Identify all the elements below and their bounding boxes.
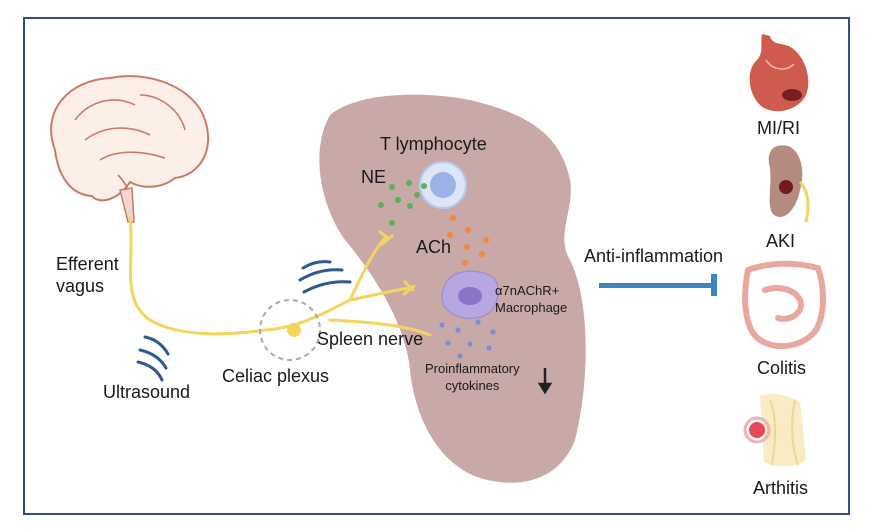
organ-label-colitis: Colitis — [757, 358, 807, 378]
ultrasound-waves-upper — [298, 260, 352, 294]
efferent-label-line1: Efferent — [56, 254, 119, 274]
receptor-label-line1: α7nAChR+ — [495, 283, 560, 298]
receptor-macrophage-label: α7nAChR+ Macrophage — [495, 282, 567, 316]
ultrasound-label: Ultrasound — [103, 382, 191, 402]
organ-label-arthitis: Arthitis — [753, 478, 809, 498]
intestine-icon — [742, 260, 826, 350]
ultrasound-waves-lower — [136, 335, 170, 382]
efferent-vagus-label: Efferent vagus — [56, 253, 119, 297]
proinflammatory-label: Proinflammatory cytokines — [425, 360, 520, 394]
figure-frame — [23, 17, 850, 515]
inhibition-arrow — [599, 274, 717, 296]
knee-joint-icon — [743, 393, 806, 467]
t-lymphocyte-label: T lymphocyte — [380, 134, 487, 154]
kidney-icon — [768, 145, 810, 223]
organ-label-mi-ri: MI/RI — [757, 118, 800, 138]
macrophage-cell — [441, 270, 499, 320]
heart-icon — [749, 34, 809, 112]
ne-molecules — [378, 180, 427, 226]
proinflammatory-line2: cytokines — [445, 378, 500, 393]
t-lymphocyte-cell — [419, 161, 467, 209]
organ-label-aki: AKI — [766, 231, 796, 251]
ach-label: ACh — [416, 237, 452, 257]
efferent-label-line2: vagus — [56, 276, 105, 296]
spleen-nerve-label: Spleen nerve — [317, 329, 424, 349]
decrease-arrow-icon — [537, 368, 553, 395]
celiac-plexus-ring — [259, 299, 321, 361]
cytokine-molecules — [439, 319, 496, 359]
ne-label: NE — [361, 167, 387, 187]
receptor-label-line2: Macrophage — [495, 300, 568, 315]
celiac-plexus-node — [287, 323, 301, 337]
proinflammatory-line1: Proinflammatory — [425, 361, 520, 376]
celiac-plexus-label: Celiac plexus — [222, 366, 330, 386]
brain-icon — [50, 75, 210, 223]
anti-inflammation-label: Anti-inflammation — [584, 246, 724, 266]
